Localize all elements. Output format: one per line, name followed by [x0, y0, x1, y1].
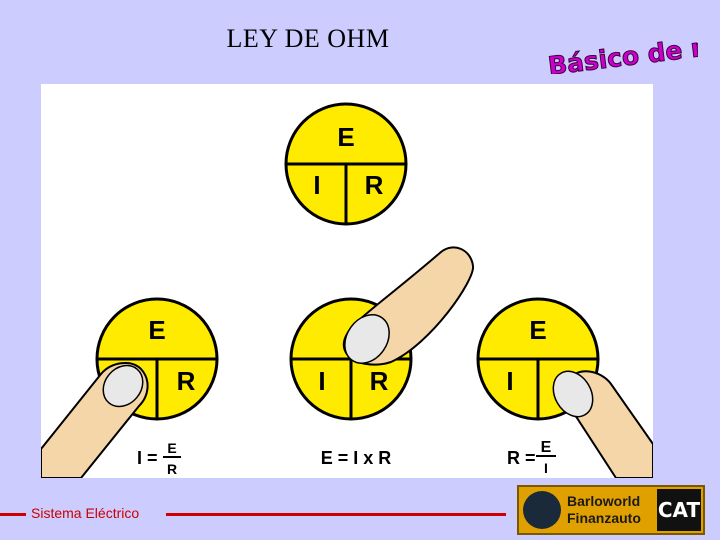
left-label-e: E — [148, 315, 165, 345]
footer-label: Sistema Eléctrico — [31, 505, 140, 521]
top-label-r: R — [365, 170, 384, 200]
top-label-e: E — [337, 122, 354, 152]
finger-icon — [41, 362, 149, 478]
formula-resistance-den: I — [544, 460, 548, 476]
footer-line-left — [0, 513, 26, 516]
formula-current: I = E R — [137, 440, 181, 477]
logo-line2: Finanzauto — [567, 510, 641, 526]
center-label-r: R — [370, 366, 389, 396]
ohm-circle-current: E R — [41, 297, 219, 478]
globe-icon — [523, 491, 561, 529]
right-label-i: I — [506, 366, 513, 396]
formula-resistance-num: E — [541, 439, 552, 456]
right-label-e: E — [529, 315, 546, 345]
formula-resistance-lhs: R = — [507, 448, 536, 468]
formula-current-den: R — [167, 461, 177, 477]
logo-line1: Barloworld — [567, 493, 641, 509]
center-label-i: I — [318, 366, 325, 396]
top-label-i: I — [313, 170, 320, 200]
page-title: LEY DE OHM — [226, 24, 390, 53]
ohm-triangle-top: E I R — [284, 102, 408, 226]
ohm-diagram: E I R E R I R — [41, 84, 653, 478]
finger-icon — [342, 246, 475, 366]
brand-text: Básico de mecânica — [546, 30, 698, 74]
cat-logo: CAT — [657, 489, 701, 531]
footer-line-right — [166, 513, 506, 516]
formula-current-lhs: I = — [137, 448, 158, 468]
formula-voltage: E = I x R — [321, 448, 392, 468]
ohm-circle-resistance: E I — [476, 297, 653, 478]
brand-logo: Básico de mecânica — [543, 18, 720, 81]
company-logo: Barloworld Finanzauto CAT — [517, 485, 705, 535]
left-label-r: R — [177, 366, 196, 396]
formula-resistance: R = E I — [507, 439, 556, 476]
ohm-circle-voltage: I R — [289, 246, 475, 421]
finger-icon — [552, 370, 653, 478]
formula-current-num: E — [167, 440, 176, 456]
